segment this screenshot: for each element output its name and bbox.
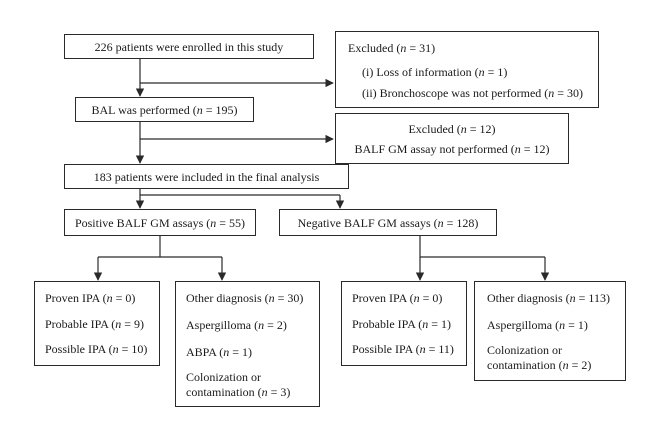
pos-abpa: ABPA (n = 1) [186, 345, 253, 359]
final-analysis-box: 183 patients were included in the final … [64, 164, 349, 189]
negative-other-box: Other diagnosis (n = 113) Aspergilloma (… [474, 281, 626, 381]
neg-proven-ipa: Proven IPA (n = 0) [352, 291, 443, 305]
positive-text: Positive BALF GM assays (n = 55) [74, 216, 246, 230]
excluded1-item-1: (i) Loss of information (n = 1) [362, 65, 508, 79]
enrolled-box: 226 patients were enrolled in this study [64, 34, 314, 59]
pos-colonization-1: Colonization or [186, 370, 261, 384]
negative-ipa-box: Proven IPA (n = 0) Probable IPA (n = 1) … [341, 281, 467, 366]
negative-text: Negative BALF GM assays (n = 128) [297, 216, 479, 230]
pos-colonization-2: contamination (n = 3) [186, 385, 291, 399]
neg-aspergilloma: Aspergilloma (n = 1) [487, 318, 588, 332]
final-analysis-text: 183 patients were included in the final … [93, 170, 320, 184]
neg-colonization-1: Colonization or [487, 343, 562, 357]
excluded1-box: Excluded (n = 31) (i) Loss of informatio… [335, 31, 599, 108]
bal-box: BAL was performed (n = 195) [75, 97, 254, 122]
pos-other-title: Other diagnosis (n = 30) [186, 291, 304, 305]
excluded2-box: Excluded (n = 12) BALF GM assay not perf… [335, 113, 569, 164]
negative-box: Negative BALF GM assays (n = 128) [279, 209, 497, 236]
neg-colonization-2: contamination (n = 2) [487, 358, 592, 372]
positive-ipa-box: Proven IPA (n = 0) Probable IPA (n = 9) … [34, 281, 160, 366]
pos-proven-ipa: Proven IPA (n = 0) [45, 291, 136, 305]
pos-possible-ipa: Possible IPA (n = 10) [45, 342, 148, 356]
pos-aspergilloma: Aspergilloma (n = 2) [186, 318, 287, 332]
enrolled-text: 226 patients were enrolled in this study [94, 40, 284, 54]
pos-probable-ipa: Probable IPA (n = 9) [45, 317, 144, 331]
excluded1-item-2: (ii) Bronchoscope was not performed (n =… [362, 86, 584, 100]
positive-other-box: Other diagnosis (n = 30) Aspergilloma (n… [175, 281, 320, 407]
excluded1-title: Excluded (n = 31) [348, 41, 436, 55]
excluded2-item: BALF GM assay not performed (n = 12) [354, 142, 550, 156]
neg-other-title: Other diagnosis (n = 113) [487, 291, 610, 305]
positive-box: Positive BALF GM assays (n = 55) [64, 209, 256, 236]
neg-possible-ipa: Possible IPA (n = 11) [352, 342, 454, 356]
bal-text: BAL was performed (n = 195) [91, 103, 238, 117]
excluded2-title: Excluded (n = 12) [408, 122, 496, 136]
neg-probable-ipa: Probable IPA (n = 1) [352, 317, 451, 331]
